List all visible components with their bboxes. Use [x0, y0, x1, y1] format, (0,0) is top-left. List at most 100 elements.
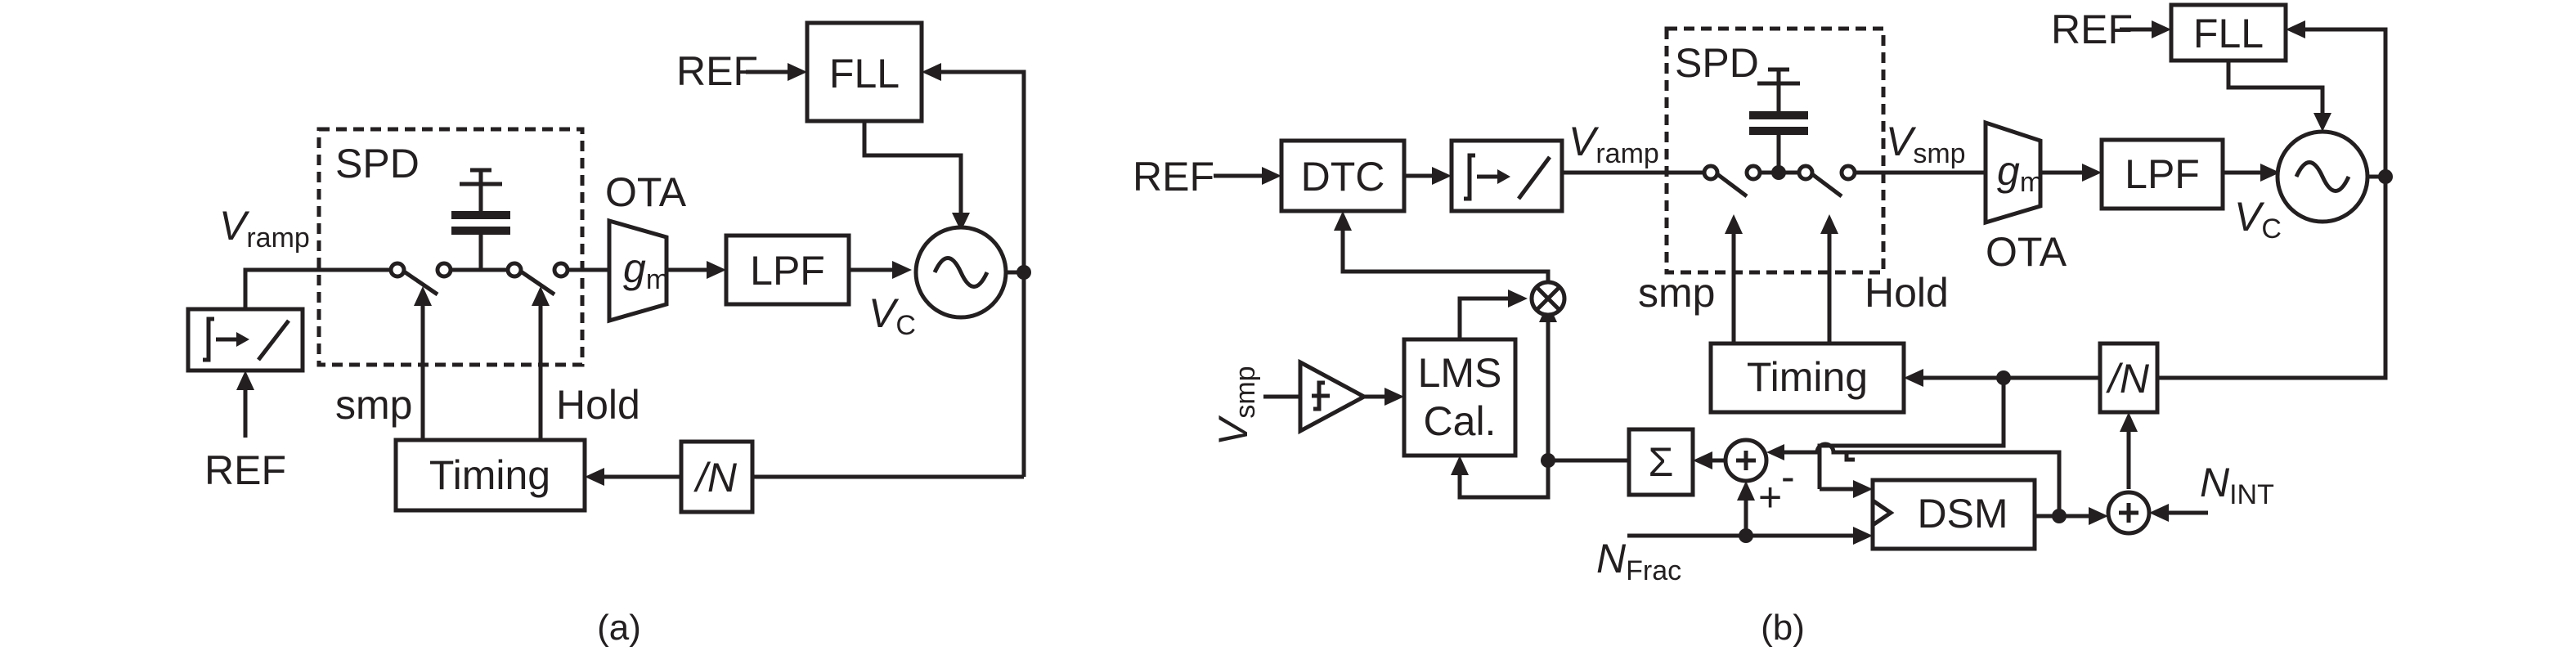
a-vco-output-node: [1016, 265, 1031, 280]
a-switch2-left-terminal: [505, 261, 523, 279]
b-lms-to-mult-wire: [1457, 296, 1509, 339]
b-adder1-minus-label: -: [1781, 454, 1795, 500]
panel-a: FLL REF SPD OTA Vramp: [186, 20, 1031, 648]
a-ramp-generator-icon: [203, 317, 290, 362]
a-spd-label: SPD: [335, 141, 420, 186]
b-ref-top-label: REF: [2051, 7, 2133, 52]
b-dsm-clock-in-arrow: [1853, 480, 1873, 498]
b-sigma-to-lms-arrow: [1451, 456, 1469, 475]
b-lms-to-mult-arrow: [1508, 290, 1528, 308]
b-ref-to-fll-arrow: [2152, 20, 2171, 38]
b-gm-label: gm: [1997, 148, 2043, 198]
b-nfrac-to-adder1-arrow: [1737, 481, 1755, 501]
b-capacitor-symbol: [1749, 67, 1808, 173]
a-lpf-label: LPF: [750, 248, 825, 294]
a-switch1-blade: [402, 269, 439, 297]
b-smp-control-arrow: [1725, 214, 1743, 234]
b-spd-label: SPD: [1675, 40, 1759, 86]
b-fll-feedback-arrow: [2286, 20, 2305, 38]
a-capacitor-symbol: [451, 168, 510, 270]
b-vc-label: VC: [2234, 194, 2282, 245]
b-dtc-block: [1279, 138, 1407, 213]
b-lms-line2: Cal.: [1424, 398, 1497, 444]
b-lpf-to-vco-arrow: [2260, 164, 2280, 182]
a-timing-block: [393, 438, 587, 513]
b-error-loop-arrow: [1766, 444, 1784, 460]
b-switch1-left-terminal: [1702, 164, 1720, 182]
b-mult-to-dtc-arrow: [1334, 211, 1352, 231]
b-dsm-output-arrow: [2089, 507, 2108, 525]
a-ramp-wire: [243, 267, 391, 309]
b-fll-to-vco-arrow: [2313, 113, 2331, 132]
b-vco-sine: [2294, 160, 2351, 193]
a-smp-label: smp: [335, 382, 412, 428]
a-ota-label: OTA: [605, 169, 687, 215]
b-div-label: /N: [2106, 356, 2150, 402]
b-sigma-block: [1627, 427, 1695, 497]
b-spd-box: [1664, 26, 1886, 275]
a-fll-feedback-wire: [940, 70, 1026, 477]
a-vc-label: VC: [868, 290, 916, 341]
a-caption: (a): [597, 608, 641, 648]
b-adder1-plus-label: +: [1758, 474, 1782, 520]
b-switch1-right-terminal: [1744, 164, 1762, 182]
b-dsm-label: DSM: [1917, 491, 2008, 537]
a-gm-label: gm: [623, 245, 669, 295]
b-fll-label: FLL: [2193, 11, 2264, 56]
b-capacitor-node: [1771, 165, 1786, 180]
b-fll-to-vco-wire: [2226, 61, 2325, 114]
b-caption: (b): [1761, 608, 1805, 648]
a-ref-bottom-arrow: [236, 370, 254, 390]
a-hold-label: Hold: [556, 382, 640, 428]
b-lpf-block: [2099, 137, 2225, 211]
b-hold-control-arrow: [1820, 214, 1838, 234]
b-switch1-blade: [1716, 173, 1748, 198]
b-adder1-to-sigma-arrow: [1693, 451, 1712, 469]
b-mult-to-dtc-wire: [1340, 229, 1551, 282]
b-switch2-right-terminal: [1839, 164, 1857, 182]
b-comparator-to-lms-arrow: [1384, 388, 1404, 406]
a-timing-label: Timing: [429, 452, 550, 498]
b-div-to-dsm-clock-wire: [1817, 378, 2006, 489]
b-nint-label: NINT: [2200, 460, 2274, 510]
a-hold-control-arrow: [532, 286, 550, 306]
a-lpf-block: [724, 233, 851, 307]
a-switch1-right-terminal: [435, 261, 453, 279]
b-nint-arrow: [2149, 504, 2169, 522]
a-switch1-left-terminal: [388, 261, 406, 279]
a-fll-feedback-arrow: [922, 63, 941, 81]
a-div-to-timing-arrow: [585, 468, 604, 486]
a-spd-box: [316, 127, 585, 367]
a-switch2-blade: [519, 269, 556, 297]
b-dsm-block: [1870, 478, 2037, 551]
b-vsmp-input-label: Vsmp: [1210, 366, 1261, 446]
a-ref-bottom-label: REF: [204, 447, 286, 493]
b-ota-label: OTA: [1986, 229, 2067, 275]
b-nfrac-arrow: [1853, 527, 1873, 545]
b-ota-to-lpf-arrow: [2082, 164, 2102, 182]
b-feedback-to-div-wire: [2157, 177, 2388, 380]
b-switch2-blade: [1811, 173, 1843, 198]
a-fll-to-vco-wire: [862, 121, 963, 214]
a-ref-top-arrow: [788, 63, 807, 81]
a-lpf-to-vco-arrow: [892, 261, 912, 279]
b-fll-feedback-wire: [2304, 27, 2388, 177]
b-smp-label: smp: [1638, 270, 1715, 316]
b-adder2-to-div-arrow: [2120, 412, 2138, 432]
b-switch2-left-terminal: [1797, 164, 1815, 182]
b-ramp-generator-icon: [1464, 153, 1552, 201]
a-ota-trapezoid: [607, 218, 669, 324]
b-nfrac-label: NFrac: [1596, 536, 1681, 586]
a-vco-sine: [932, 256, 990, 289]
a-fll-label: FLL: [829, 51, 900, 97]
b-v-ramp-label: Vramp: [1568, 119, 1659, 169]
panel-b: REF DTC Vramp SPD: [1133, 2, 2393, 648]
b-ota-trapezoid: [1983, 119, 2043, 226]
b-dtc-to-ramp-arrow: [1432, 167, 1452, 185]
b-timing-block: [1708, 341, 1906, 415]
a-div-block: [679, 439, 755, 514]
a-ota-to-lpf-arrow: [707, 261, 726, 279]
b-timing-label: Timing: [1747, 354, 1868, 400]
b-hold-label: Hold: [1865, 270, 1949, 316]
